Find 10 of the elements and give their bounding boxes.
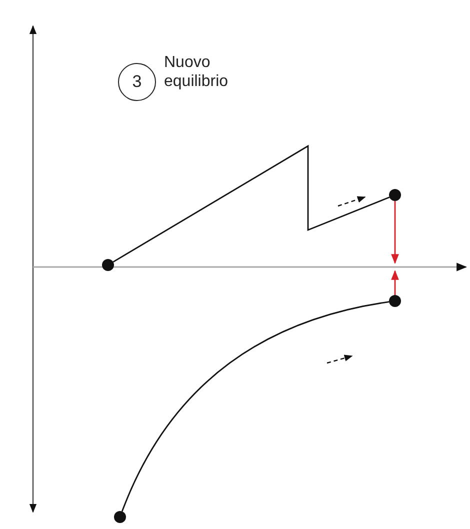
- arrow: [391, 270, 399, 295]
- data-point-dot: [389, 189, 401, 201]
- data-point-dot: [389, 295, 401, 307]
- data-point-dot: [114, 511, 126, 523]
- curve-line: [112, 144, 390, 263]
- data-point-dot: [102, 259, 114, 271]
- caption-text: Nuovo equilibrio: [164, 53, 230, 91]
- arrow: [391, 201, 399, 264]
- curve-line: [121, 301, 390, 512]
- step-number-circle: 3: [118, 63, 156, 101]
